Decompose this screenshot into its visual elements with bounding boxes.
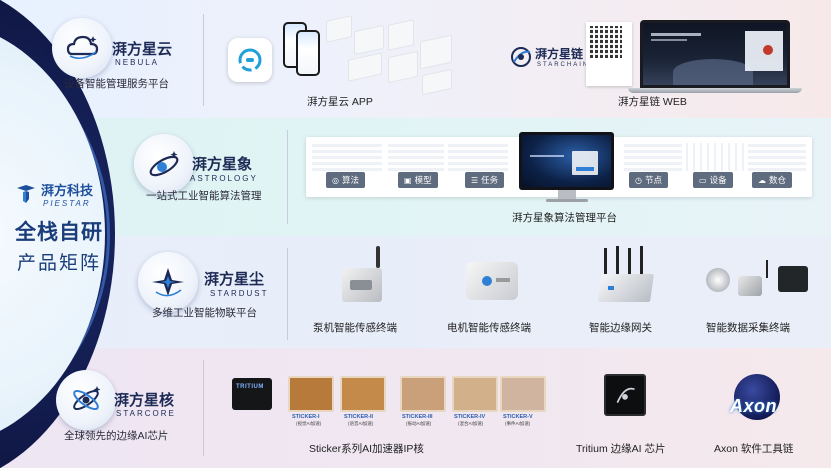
product-en-nebula: NEBULA	[115, 58, 160, 67]
brand-subtitle: 产品矩阵	[16, 253, 101, 274]
tritium-chip-small-image: TRITIUM	[232, 378, 272, 410]
brand-title: 全栈自研	[15, 221, 103, 244]
row-divider	[287, 248, 288, 340]
app-logo-icon	[238, 48, 262, 72]
model-icon: ▣	[404, 175, 412, 185]
app-logo-tile[interactable]	[228, 38, 272, 82]
sticker-label-4: STICKER-IV	[454, 414, 486, 420]
caption-nebula-app: 湃方星云 APP	[307, 96, 373, 108]
sticker-die-1	[288, 376, 334, 412]
brand-block: 湃方科技 PIESTAR 全栈自研 产品矩阵	[14, 180, 104, 275]
sticker-label-2: STICKER-II	[344, 414, 374, 420]
product-name-stardust: 湃方星尘	[204, 271, 265, 288]
task-icon: ☰	[471, 175, 479, 185]
product-desc-astrology: 一站式工业智能算法管理	[146, 190, 262, 202]
starchain-name-en: STARCHAIN	[537, 62, 590, 68]
sticker-label-5: STICKER-V	[503, 414, 533, 420]
tritium-chip-logo-icon	[616, 387, 635, 403]
algorithm-icon: ◎	[332, 175, 339, 185]
product-en-starcore: STARCORE	[116, 409, 176, 418]
device-icon: ▭	[699, 175, 707, 185]
sticker-sub-3: (振动AI加速)	[406, 421, 432, 426]
product-desc-nebula: 设备智能管理服务平台	[64, 78, 169, 90]
cloud-icon: ☁	[758, 175, 766, 185]
sticker-label-1: STICKER-I	[292, 414, 320, 420]
product-name-starcore: 湃方星核	[114, 392, 175, 409]
row-divider	[203, 360, 204, 456]
sticker-die-4	[452, 376, 498, 412]
tritium-chip-image	[604, 374, 646, 416]
sticker-sub-1: (视觉AI加速)	[296, 421, 322, 426]
node-icon: ◷	[635, 175, 642, 185]
brand-logo-icon	[17, 185, 35, 203]
brand-name-en: PIESTAR	[43, 199, 91, 208]
starcore-atom-icon	[73, 386, 101, 411]
starchain-name-cn: 湃方星链	[535, 47, 584, 61]
monitor-foot	[546, 199, 588, 202]
laptop-base	[628, 88, 802, 93]
left-swoop-glow	[0, 30, 110, 440]
motor-sensor-image	[466, 258, 522, 302]
brand-name-cn: 湃方科技	[41, 183, 94, 198]
product-name-nebula: 湃方星云	[112, 41, 173, 58]
product-desc-starcore: 全球领先的边缘AI芯片	[64, 430, 169, 442]
caption-tritium-chip: Tritium 边缘AI 芯片	[576, 443, 666, 455]
monitor-mockup	[519, 132, 614, 190]
caption-pump-sensor: 泵机智能传感终端	[313, 322, 397, 334]
row-divider	[203, 14, 204, 106]
monitor-stand	[558, 190, 576, 200]
sticker-die-2	[340, 376, 386, 412]
product-desc-stardust: 多维工业智能物联平台	[152, 307, 257, 319]
product-en-astrology: ASTROLOGY	[190, 174, 258, 183]
pump-sensor-image	[340, 246, 384, 304]
nebula-cloud-icon	[66, 35, 99, 60]
row-band-stardust	[0, 236, 831, 348]
caption-starchain-web: 湃方星链 WEB	[618, 96, 687, 108]
sticker-sub-4: (混合AI加速)	[458, 421, 484, 426]
sticker-label-3: STICKER-III	[402, 414, 433, 420]
sticker-sub-2: (语音AI加速)	[348, 421, 374, 426]
edge-gateway-image	[598, 246, 654, 306]
laptop-screen	[640, 20, 790, 88]
sticker-sub-5: (事件AI加速)	[505, 421, 531, 426]
sticker-die-3	[400, 376, 446, 412]
stardust-badge	[138, 252, 198, 312]
stardust-star-icon	[152, 268, 184, 297]
sticker-die-5	[500, 376, 546, 412]
starchain-logo-icon	[511, 47, 531, 67]
chip-mark: TRITIUM	[236, 384, 264, 390]
axon-logo-badge	[734, 374, 780, 420]
caption-astrology-platform: 湃方星象算法管理平台	[512, 212, 617, 224]
astrology-badge	[134, 134, 194, 194]
astrology-orbit-icon	[149, 151, 179, 177]
caption-sticker-ip: Sticker系列AI加速器IP核	[309, 443, 424, 455]
brand-logo: 湃方科技 PIESTAR	[14, 180, 104, 208]
module-chip-algorithm[interactable]: ◎算法	[326, 172, 365, 188]
module-chip-device[interactable]: ▭设备	[693, 172, 733, 188]
module-chip-model[interactable]: ▣模型	[398, 172, 438, 188]
app-phone-mockup	[296, 30, 320, 76]
module-chip-warehouse[interactable]: ☁数仓	[752, 172, 793, 188]
module-chip-node[interactable]: ◷节点	[629, 172, 668, 188]
app-screen-tile	[388, 19, 414, 51]
starcore-badge	[56, 370, 116, 430]
axon-logo-text: Axon	[730, 396, 777, 416]
module-chip-task[interactable]: ☰任务	[465, 172, 505, 188]
product-name-astrology: 湃方星象	[192, 156, 253, 173]
data-acquisition-image	[704, 260, 814, 302]
caption-axon-toolchain: Axon 软件工具链	[714, 443, 794, 455]
product-en-stardust: STARDUST	[210, 289, 269, 298]
row-divider	[287, 130, 288, 224]
caption-motor-sensor: 电机智能传感终端	[447, 322, 531, 334]
caption-data-acquisition: 智能数据采集终端	[706, 322, 790, 334]
nebula-badge	[52, 18, 112, 78]
caption-edge-gateway: 智能边缘网关	[589, 322, 652, 334]
